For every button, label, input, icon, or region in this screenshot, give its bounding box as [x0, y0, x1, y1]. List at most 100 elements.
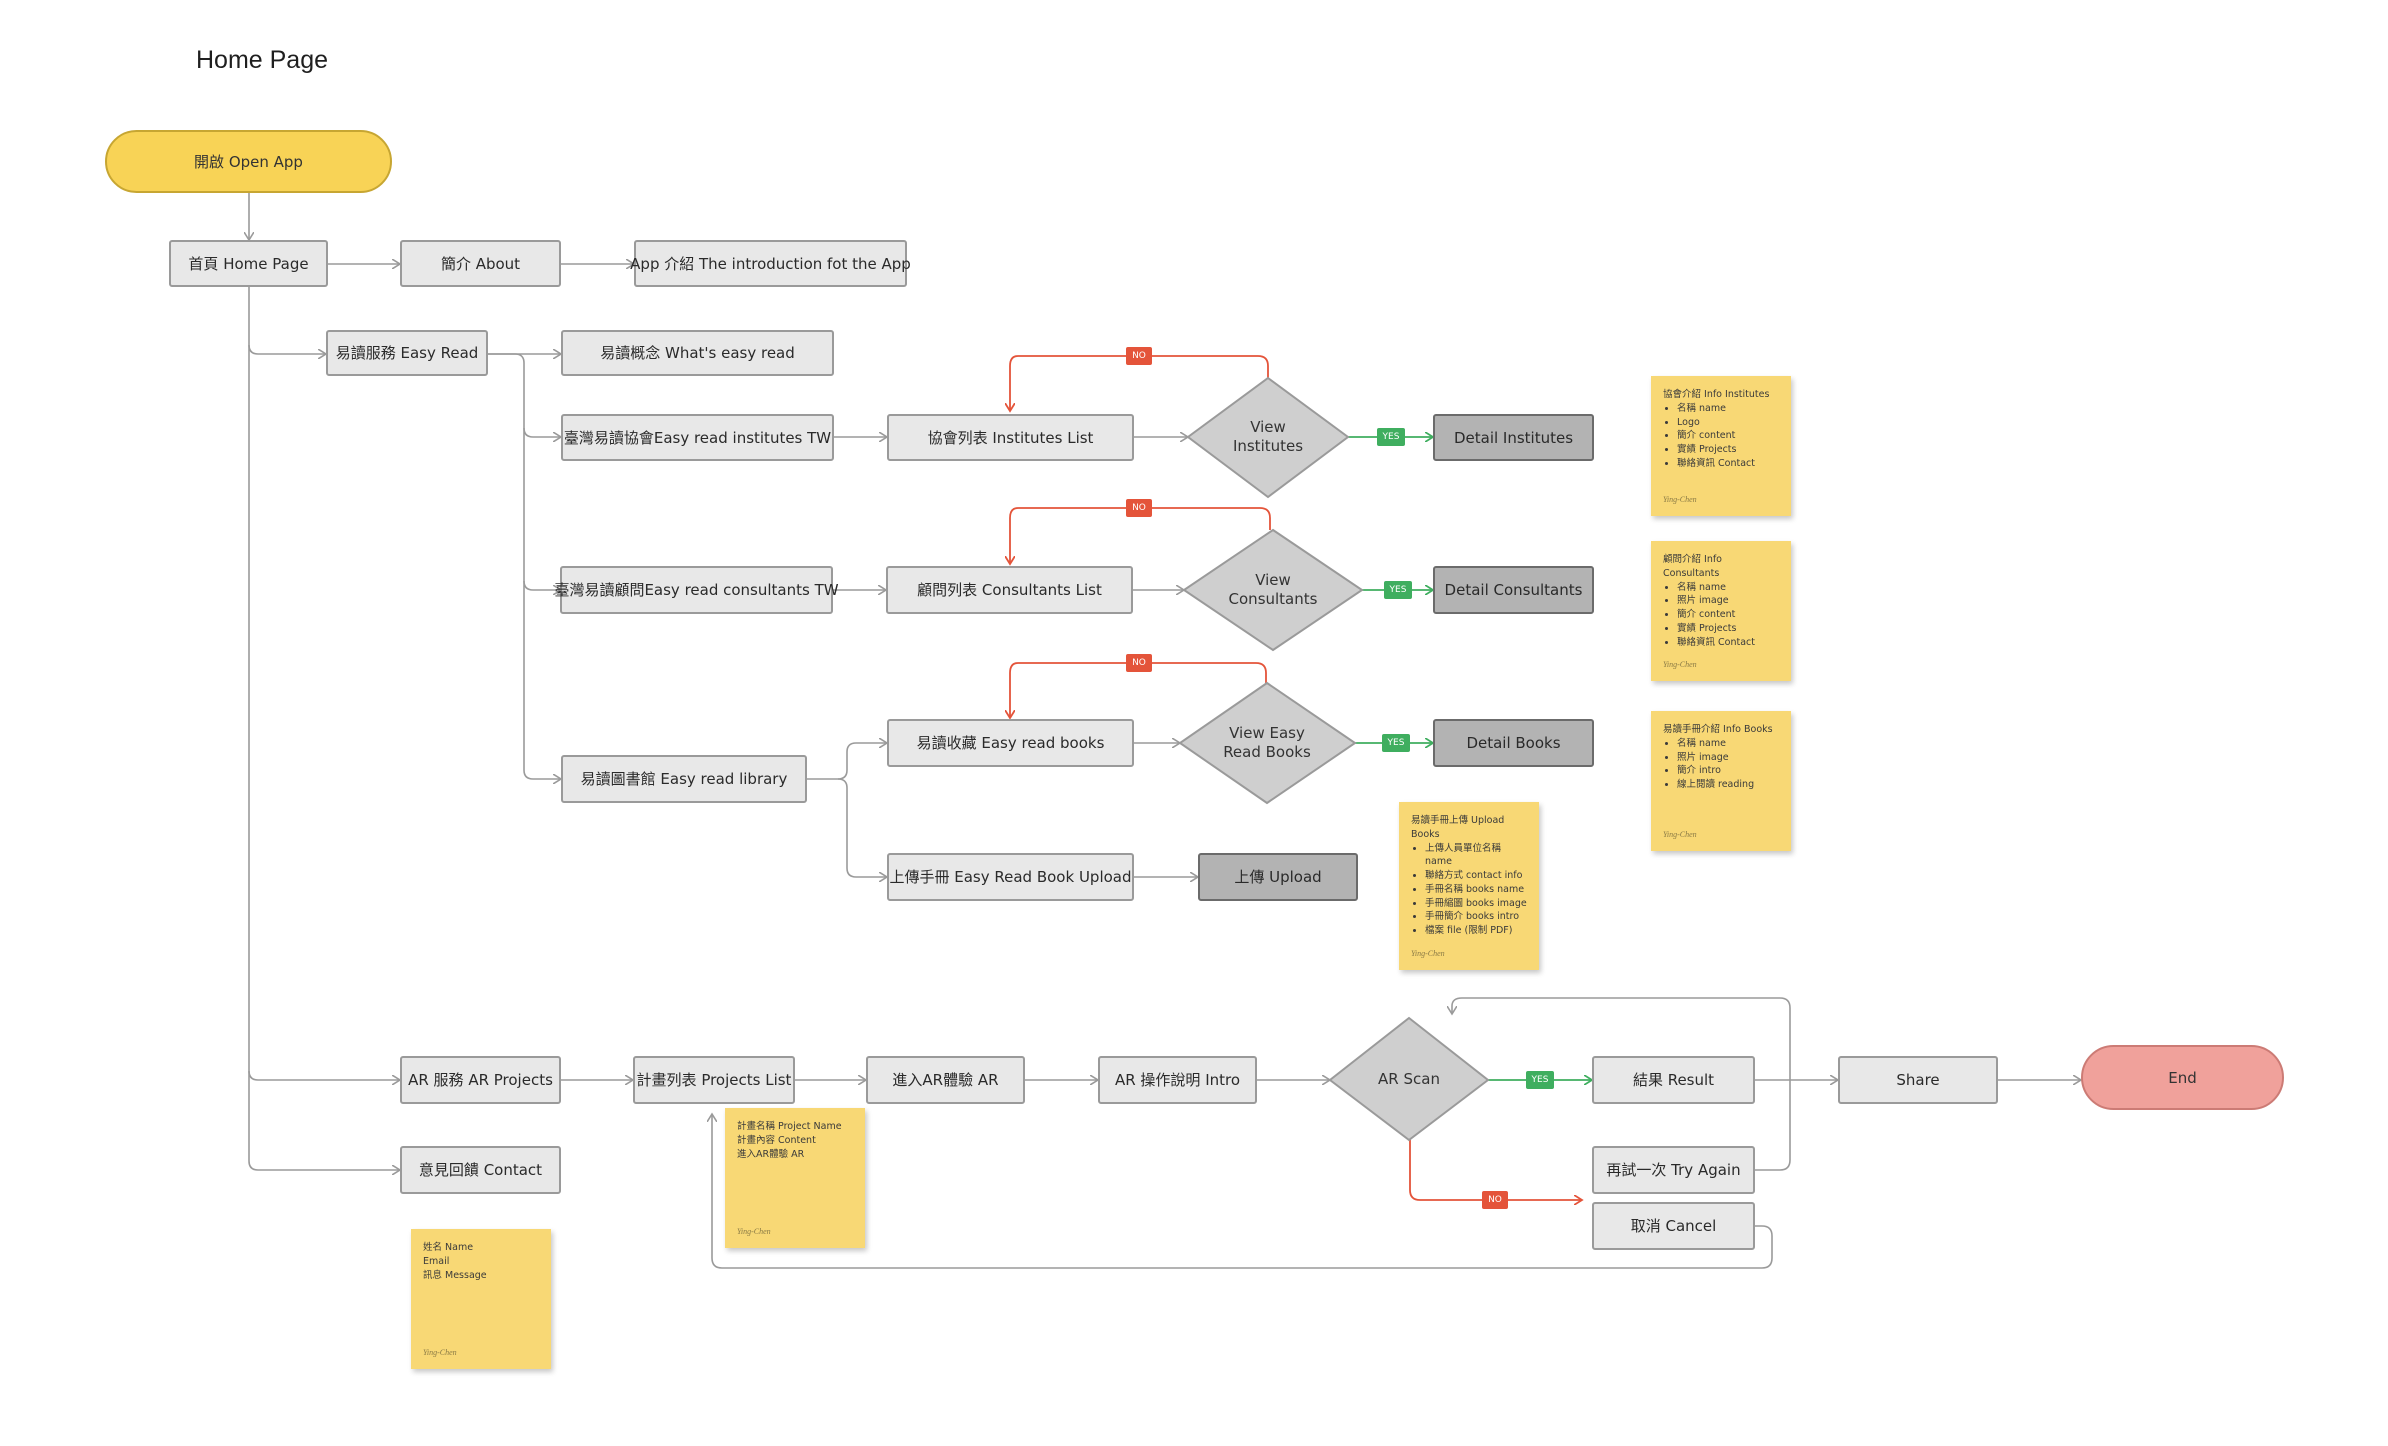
note-info-consultants: 顧問介紹 Info Consultants 名稱 name 照片 image 簡… — [1651, 541, 1791, 681]
note-list: 上傳人員單位名稱 name 聯絡方式 contact info 手冊名稱 boo… — [1411, 842, 1529, 938]
node-enter-ar[interactable]: 進入AR體驗 AR — [866, 1056, 1025, 1104]
node-detail-consultants[interactable]: Detail Consultants — [1433, 566, 1594, 614]
note-line: 訊息 Message — [423, 1269, 487, 1281]
decision-ar-scan — [1328, 1016, 1490, 1142]
node-library[interactable]: 易讀圖書館 Easy read library — [561, 755, 807, 803]
tag-yes-institutes: YES — [1377, 428, 1405, 446]
connector-easyread-consultants — [523, 580, 561, 590]
node-consultants-tw[interactable]: 臺灣易讀顧問Easy read consultants TW — [554, 566, 839, 614]
connector-tryagain-loop — [1452, 997, 1791, 1171]
tag-no-scan: NO — [1482, 1191, 1508, 1209]
note-item: 簡介 content — [1677, 429, 1781, 443]
note-signature: Ying-Chen — [423, 1348, 457, 1358]
note-item: 手冊縮圖 books image — [1425, 897, 1529, 911]
note-item: 名稱 name — [1677, 402, 1781, 416]
note-item: 聯絡資訊 Contact — [1677, 457, 1781, 471]
node-detail-institutes[interactable]: Detail Institutes — [1433, 414, 1594, 461]
node-institutes-tw[interactable]: 臺灣易讀協會Easy read institutes TW — [561, 414, 834, 461]
node-projects-list[interactable]: 計畫列表 Projects List — [633, 1056, 795, 1104]
note-item: 手冊名稱 books name — [1425, 883, 1529, 897]
node-end[interactable]: End — [2081, 1045, 2284, 1110]
note-signature: Ying-Chen — [1663, 495, 1697, 505]
decision-view-books — [1178, 681, 1357, 805]
connector-home-easyread — [248, 344, 326, 354]
connector-library-upload — [837, 778, 887, 877]
note-line: 進入AR體驗 AR — [737, 1148, 805, 1160]
node-easy-read-books[interactable]: 易讀收藏 Easy read books — [887, 719, 1134, 767]
note-item: 聯絡資訊 Contact — [1677, 636, 1781, 650]
note-signature: Ying-Chen — [1663, 830, 1697, 840]
note-list: 名稱 name 照片 image 簡介 intro 線上閱讀 reading — [1663, 737, 1781, 792]
note-item: Logo — [1677, 416, 1781, 430]
node-try-again[interactable]: 再試一次 Try Again — [1592, 1146, 1755, 1194]
note-info-institutes: 協會介紹 Info Institutes 名稱 name Logo 簡介 con… — [1651, 376, 1791, 516]
note-contact: 姓名 Name Email 訊息 Message Ying-Chen — [411, 1229, 551, 1369]
note-signature: Ying-Chen — [1663, 660, 1697, 670]
note-item: 實績 Projects — [1677, 622, 1781, 636]
note-item: 檔案 file (限制 PDF) — [1425, 924, 1529, 938]
note-title: 顧問介紹 Info Consultants — [1663, 554, 1722, 579]
note-list: 名稱 name Logo 簡介 content 實績 Projects 聯絡資訊… — [1663, 402, 1781, 471]
node-open-app[interactable]: 開啟 Open App — [105, 130, 392, 193]
connector-library-split — [807, 743, 887, 780]
node-upload[interactable]: 上傳 Upload — [1198, 853, 1358, 901]
connector-easyread-trunk — [488, 353, 561, 779]
note-signature: Ying-Chen — [1411, 949, 1445, 959]
note-item: 簡介 intro — [1677, 764, 1781, 778]
note-item: 實績 Projects — [1677, 443, 1781, 457]
note-title: 易讀手冊上傳 Upload Books — [1411, 815, 1505, 840]
tag-no-books: NO — [1126, 654, 1152, 672]
node-cancel[interactable]: 取消 Cancel — [1592, 1202, 1755, 1250]
note-list: 名稱 name 照片 image 簡介 content 實績 Projects … — [1663, 581, 1781, 650]
connector-cancel-loop — [712, 1114, 1773, 1269]
node-result[interactable]: 結果 Result — [1592, 1056, 1755, 1104]
note-title: 協會介紹 Info Institutes — [1663, 389, 1770, 400]
connector-no-scan — [1409, 1139, 1582, 1200]
label-ar-scan[interactable]: AR Scan — [1378, 1070, 1440, 1089]
note-item: 上傳人員單位名稱 name — [1425, 842, 1529, 870]
note-item: 照片 image — [1677, 594, 1781, 608]
node-institutes-list[interactable]: 協會列表 Institutes List — [887, 414, 1134, 461]
node-about[interactable]: 簡介 About — [400, 240, 561, 287]
node-share[interactable]: Share — [1838, 1056, 1998, 1104]
node-easy-read[interactable]: 易讀服務 Easy Read — [326, 330, 488, 376]
label-view-institutes[interactable]: View Institutes — [1232, 417, 1304, 456]
note-item: 線上閱讀 reading — [1677, 778, 1781, 792]
note-item: 聯絡方式 contact info — [1425, 869, 1529, 883]
node-detail-books[interactable]: Detail Books — [1433, 719, 1594, 767]
note-item: 名稱 name — [1677, 737, 1781, 751]
node-app-intro[interactable]: App 介紹 The introduction fot the App — [630, 240, 911, 287]
connector-home-ar — [248, 1070, 400, 1080]
label-view-consultants[interactable]: View Consultants — [1228, 570, 1318, 609]
node-ar-projects[interactable]: AR 服務 AR Projects — [400, 1056, 561, 1104]
note-item: 照片 image — [1677, 751, 1781, 765]
connector-home-trunk — [248, 287, 400, 1170]
tag-no-institutes: NO — [1126, 347, 1152, 365]
tag-no-consultants: NO — [1126, 499, 1152, 517]
node-contact[interactable]: 意見回饋 Contact — [400, 1146, 561, 1194]
decision-view-institutes — [1186, 376, 1350, 499]
node-whats-easy-read[interactable]: 易讀概念 What's easy read — [561, 330, 834, 376]
note-line: 姓名 Name — [423, 1242, 474, 1253]
tag-yes-consultants: YES — [1384, 581, 1412, 599]
note-item: 名稱 name — [1677, 581, 1781, 595]
node-book-upload[interactable]: 上傳手冊 Easy Read Book Upload — [887, 853, 1134, 901]
node-ar-intro[interactable]: AR 操作說明 Intro — [1098, 1056, 1257, 1104]
note-item: 簡介 content — [1677, 608, 1781, 622]
label-view-easy-read-books[interactable]: View Easy Read Books — [1223, 723, 1311, 762]
page-title: Home Page — [196, 46, 329, 74]
note-line: 計畫名稱 Project Name — [737, 1121, 842, 1132]
connector-easyread-institutes — [523, 427, 561, 437]
tag-yes-books: YES — [1382, 734, 1410, 752]
note-upload-books: 易讀手冊上傳 Upload Books 上傳人員單位名稱 name 聯絡方式 c… — [1399, 802, 1539, 970]
decision-view-consultants — [1182, 528, 1364, 652]
node-consultants-list[interactable]: 顧問列表 Consultants List — [886, 566, 1133, 614]
note-line: 計畫內容 Content — [737, 1134, 816, 1146]
note-signature: Ying-Chen — [737, 1227, 771, 1237]
note-projects: 計畫名稱 Project Name 計畫內容 Content 進入AR體驗 AR… — [725, 1108, 865, 1248]
note-title: 易讀手冊介紹 Info Books — [1663, 724, 1773, 735]
tag-yes-scan: YES — [1526, 1071, 1554, 1089]
node-home-page[interactable]: 首頁 Home Page — [169, 240, 328, 287]
note-line: Email — [423, 1255, 450, 1267]
